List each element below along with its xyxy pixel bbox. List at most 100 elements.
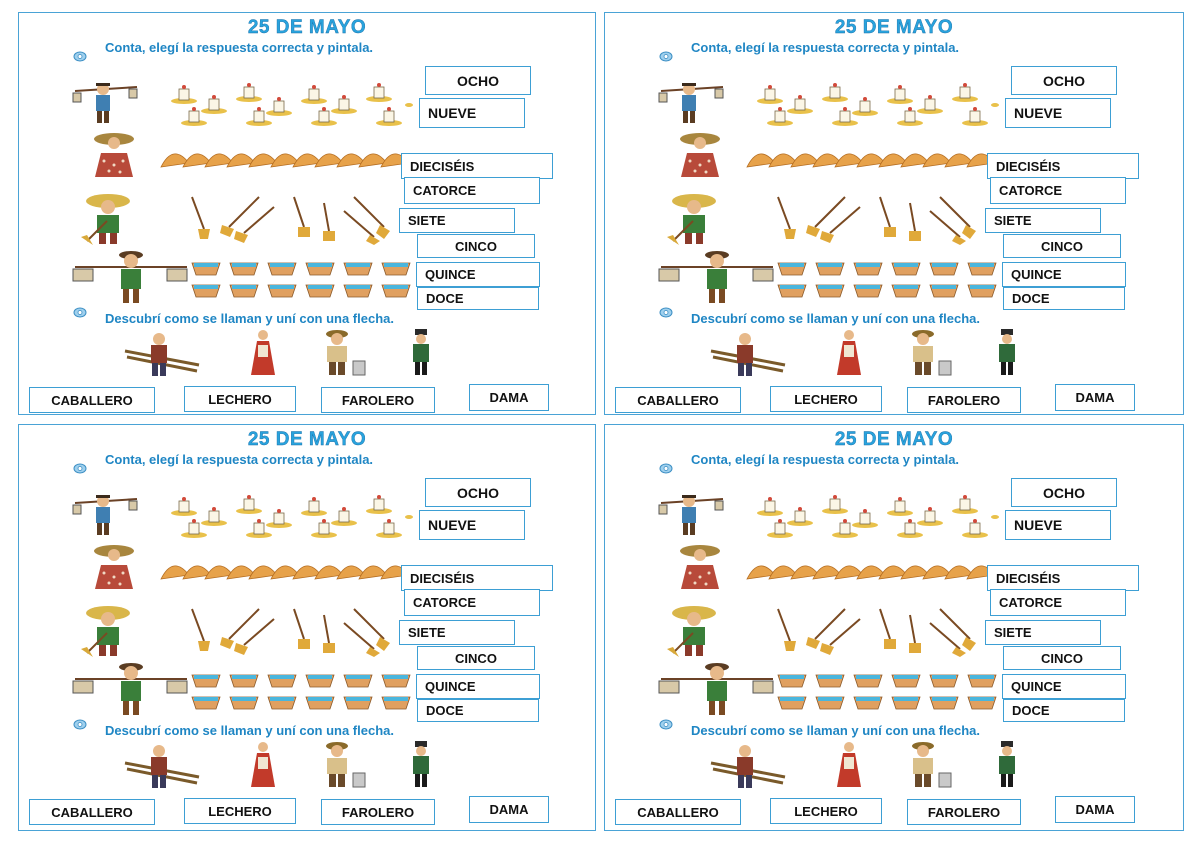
name-box-dama[interactable]: DAMA (1055, 796, 1135, 823)
name-box-dama[interactable]: DAMA (469, 796, 549, 823)
lady-figure (837, 742, 861, 787)
empanadas-group (746, 153, 1015, 168)
option-box[interactable]: DOCE (417, 287, 539, 310)
option-box[interactable]: QUINCE (416, 674, 540, 699)
name-box-caballero[interactable]: CABALLERO (615, 387, 741, 413)
bucket-icon (777, 674, 997, 710)
name-box-lechero[interactable]: LECHERO (184, 386, 296, 412)
option-box[interactable]: DIECISÉIS (401, 153, 553, 179)
brooms-group (777, 196, 976, 245)
option-box[interactable]: NUEVE (1005, 98, 1111, 128)
lady-empanadas-figure (680, 545, 720, 589)
empanadas-group (746, 565, 1015, 580)
candle-icon (171, 495, 413, 538)
name-box-farolero[interactable]: FAROLERO (321, 799, 435, 825)
lady-figure (251, 742, 275, 787)
water-carrier-figure (658, 251, 774, 303)
bullet-icon (73, 307, 87, 318)
lamplighter-figure (124, 745, 200, 788)
option-box[interactable]: NUEVE (419, 510, 525, 540)
name-box-farolero[interactable]: FAROLERO (321, 387, 435, 413)
vendor-with-candles-figure (72, 495, 138, 535)
option-box[interactable]: SIETE (399, 208, 515, 233)
vendor-with-candles-figure (72, 83, 138, 123)
name-box-farolero[interactable]: FAROLERO (907, 799, 1021, 825)
option-box[interactable]: QUINCE (416, 262, 540, 287)
option-box[interactable]: DIECISÉIS (401, 565, 553, 591)
milkman-figure (326, 742, 366, 788)
name-box-caballero[interactable]: CABALLERO (29, 799, 155, 825)
broom-icon (191, 196, 385, 238)
candle-icon (757, 83, 999, 126)
water-carrier-figure (72, 251, 188, 303)
candles-group (757, 495, 999, 538)
instruction-names: Descubrí como se llaman y uní con una fl… (105, 311, 394, 326)
name-box-farolero[interactable]: FAROLERO (907, 387, 1021, 413)
option-box[interactable]: CINCO (417, 646, 535, 670)
empanada-icon (746, 153, 1015, 168)
instruction-names: Descubrí como se llaman y uní con una fl… (691, 311, 980, 326)
option-box[interactable]: NUEVE (1005, 510, 1111, 540)
option-box[interactable]: DOCE (1003, 287, 1125, 310)
bucket-icon (191, 262, 411, 298)
option-box[interactable]: CATORCE (404, 177, 540, 204)
instruction-count: Conta, elegí la respuesta correcta y pin… (105, 40, 374, 55)
bullet-icon (659, 719, 673, 730)
brooms-group (777, 608, 976, 657)
worksheet-title: 25 DE MAYO (247, 429, 367, 450)
worksheet: 25 DE MAYO Conta, elegí la respuesta cor… (18, 424, 596, 831)
milkman-figure (912, 742, 952, 788)
gentleman-figure (413, 329, 429, 375)
worksheet-title: 25 DE MAYO (834, 17, 954, 38)
name-box-lechero[interactable]: LECHERO (184, 798, 296, 824)
option-box[interactable]: OCHO (1011, 478, 1117, 507)
lady-empanadas-figure (680, 133, 720, 177)
option-box[interactable]: OCHO (1011, 66, 1117, 95)
bullet-icon (73, 463, 87, 474)
broom-icon (777, 608, 971, 650)
broom-seller-figure (81, 194, 130, 245)
option-box[interactable]: DIECISÉIS (987, 565, 1139, 591)
option-box[interactable]: CATORCE (404, 589, 540, 616)
option-box[interactable]: CATORCE (990, 589, 1126, 616)
buckets-group (191, 674, 411, 710)
lamplighter-figure (710, 745, 786, 788)
broom-icon (191, 608, 385, 650)
option-box[interactable]: QUINCE (1002, 262, 1126, 287)
name-box-lechero[interactable]: LECHERO (770, 798, 882, 824)
bullet-icon (73, 51, 87, 62)
brooms-group (191, 196, 390, 245)
name-box-lechero[interactable]: LECHERO (770, 386, 882, 412)
option-box[interactable]: QUINCE (1002, 674, 1126, 699)
option-box[interactable]: OCHO (425, 478, 531, 507)
option-box[interactable]: CINCO (1003, 234, 1121, 258)
option-box[interactable]: CATORCE (990, 177, 1126, 204)
broom-seller-figure (667, 606, 716, 657)
lady-empanadas-figure (94, 133, 134, 177)
broom-seller-figure (81, 606, 130, 657)
candles-group (757, 83, 999, 126)
option-box[interactable]: DOCE (1003, 699, 1125, 722)
lady-figure (837, 330, 861, 375)
empanada-icon (160, 153, 429, 168)
instruction-count: Conta, elegí la respuesta correcta y pin… (691, 452, 960, 467)
milkman-figure (912, 330, 952, 376)
option-box[interactable]: SIETE (985, 208, 1101, 233)
name-box-caballero[interactable]: CABALLERO (615, 799, 741, 825)
name-box-dama[interactable]: DAMA (469, 384, 549, 411)
bucket-icon (777, 262, 997, 298)
option-box[interactable]: DIECISÉIS (987, 153, 1139, 179)
option-box[interactable]: OCHO (425, 66, 531, 95)
option-box[interactable]: NUEVE (419, 98, 525, 128)
gentleman-figure (413, 741, 429, 787)
option-box[interactable]: SIETE (985, 620, 1101, 645)
option-box[interactable]: CINCO (417, 234, 535, 258)
option-box[interactable]: DOCE (417, 699, 539, 722)
buckets-group (777, 262, 997, 298)
option-box[interactable]: SIETE (399, 620, 515, 645)
name-box-dama[interactable]: DAMA (1055, 384, 1135, 411)
option-box[interactable]: CINCO (1003, 646, 1121, 670)
empanadas-group (160, 565, 429, 580)
name-box-caballero[interactable]: CABALLERO (29, 387, 155, 413)
instruction-names: Descubrí como se llaman y uní con una fl… (691, 723, 980, 738)
